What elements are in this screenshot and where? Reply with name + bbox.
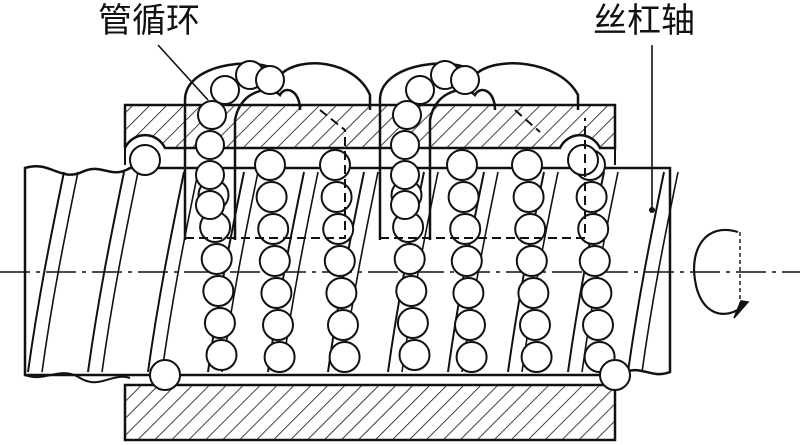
ball [260,277,293,309]
thread-line [101,171,139,373]
ball [323,245,356,277]
nut-bottom-section [123,383,617,442]
thread-line [161,171,199,373]
ball [567,144,599,176]
ball [398,339,431,371]
ball [195,130,225,160]
ball [455,341,488,373]
ball [511,149,543,181]
ball [582,309,614,341]
leader-dot [649,207,655,213]
ball [320,181,353,213]
rotation-arrow-icon [692,229,750,319]
ball [322,213,355,245]
ball [200,243,233,275]
ball [263,341,296,373]
ball [390,190,420,220]
ball [257,213,290,245]
ball [393,243,426,275]
ball [517,277,550,309]
ball [515,245,548,277]
return-tubes [183,62,586,240]
thread-line [87,171,125,373]
ball [390,130,420,160]
tube-balls [195,60,480,220]
ball [520,341,553,373]
ball [454,309,486,341]
ball [210,75,240,105]
ball [319,149,351,181]
ball [327,309,359,341]
ball [599,359,631,391]
ball [149,359,181,391]
thread-line [627,171,665,373]
ball [405,75,435,105]
ball [328,341,361,373]
ball [392,100,422,130]
ball [578,245,611,277]
nut-top-section [123,103,617,150]
ball [254,149,286,181]
thread-line [27,171,65,373]
ball [452,277,485,309]
ball [512,181,545,213]
hidden-tube-path [185,109,586,239]
ball [197,100,227,130]
ball [390,160,420,190]
ball [202,275,235,307]
ball [195,190,225,220]
ball [449,213,482,245]
ball [580,277,613,309]
ball [575,181,608,213]
ball [129,144,161,176]
ball [255,65,285,95]
leader-lines [157,44,655,213]
ball [258,245,291,277]
label-screw-shaft: 丝杠轴 [593,1,695,41]
ball [395,275,428,307]
ball [205,339,238,371]
thread-line [641,171,679,373]
ball [255,181,288,213]
thread-line [147,171,185,373]
ball [203,307,236,339]
leader-return-tube [157,44,209,101]
ball [195,160,225,190]
shaft-bottom-thread-edge [24,372,131,384]
label-return-tube: 管循环 [98,1,200,41]
balls [129,144,631,391]
ball [519,309,551,341]
ball [450,65,480,95]
ball [514,213,547,245]
ball [325,277,358,309]
thread-line [41,171,79,373]
ball [577,213,610,245]
ball [450,245,483,277]
ball [447,181,480,213]
nut-body [123,103,617,442]
ball [262,309,294,341]
ball [396,307,429,339]
ball [446,149,478,181]
